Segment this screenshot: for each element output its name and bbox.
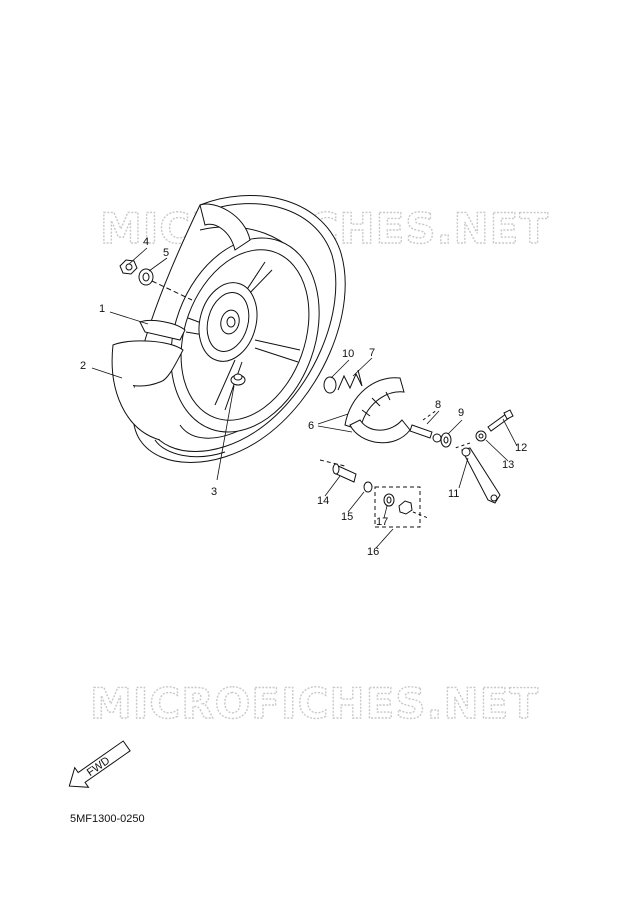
callout-7: 7 (369, 347, 375, 359)
callout-11: 11 (448, 488, 459, 500)
callout-17: 17 (376, 516, 388, 528)
anchor-pin (319, 459, 373, 493)
brake-lever (454, 409, 514, 504)
callout-5: 5 (163, 247, 169, 259)
ring-spring (323, 369, 363, 394)
callout-13: 13 (502, 459, 514, 471)
watermark-bottom: MICROFICHES.NET (90, 679, 539, 728)
diagram-code: 5MF1300-0250 (70, 813, 145, 825)
tube-cutaway (111, 203, 251, 441)
callout-9: 9 (458, 407, 464, 419)
callout-10: 10 (342, 348, 354, 360)
brake-shoes (344, 377, 411, 444)
nut-washer-axle (119, 259, 193, 301)
callout-2: 2 (80, 360, 86, 372)
valve (230, 373, 246, 386)
callout-14: 14 (317, 495, 329, 507)
callout-6: 6 (308, 420, 314, 432)
callout-1: 1 (99, 303, 105, 315)
callout-3: 3 (211, 486, 217, 498)
callout-16: 16 (367, 546, 379, 558)
forward-arrow-icon: FWD (68, 740, 131, 788)
callout-15: 15 (341, 511, 353, 523)
hub (198, 282, 258, 362)
callout-8: 8 (435, 399, 441, 411)
camshaft-indicator (409, 409, 452, 448)
callout-labels: 4 5 1 2 3 10 7 6 8 9 12 13 11 14 15 17 1… (80, 236, 527, 558)
callout-4: 4 (143, 236, 149, 248)
leader-lines (91, 247, 518, 549)
callout-12: 12 (515, 442, 527, 454)
nut-set-box (374, 486, 429, 528)
